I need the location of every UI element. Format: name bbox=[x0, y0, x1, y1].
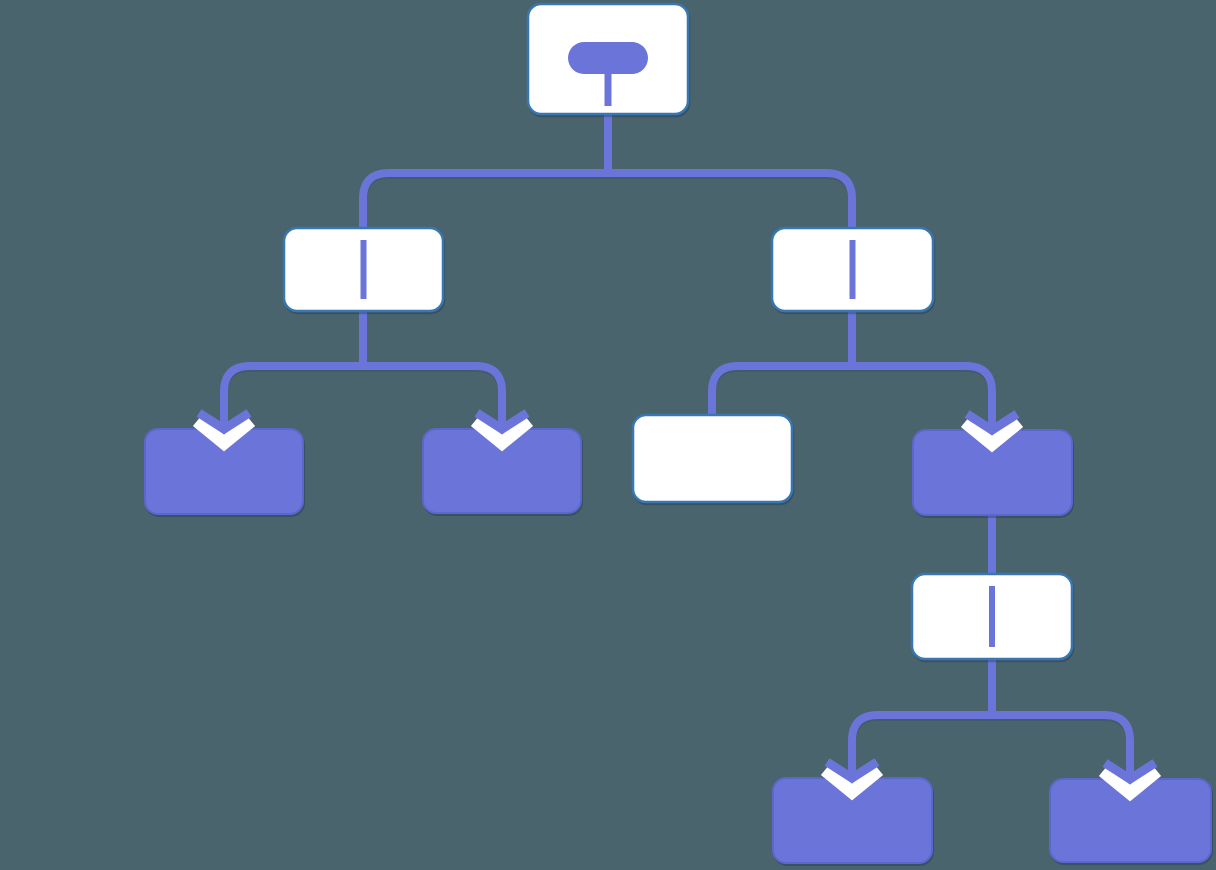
edge-connector bbox=[852, 362, 996, 426]
vertical-bar-icon bbox=[360, 240, 367, 299]
chevron-casing bbox=[1098, 765, 1162, 802]
chevron-head bbox=[196, 409, 252, 435]
chevron-head bbox=[824, 758, 880, 784]
node-branch-left[interactable] bbox=[282, 226, 445, 313]
edge-connector bbox=[363, 362, 506, 425]
double-chevron-down-icon bbox=[820, 758, 884, 801]
node-box bbox=[631, 413, 794, 504]
pill-stem-icon bbox=[604, 70, 612, 106]
edge-connector bbox=[608, 169, 856, 230]
chevron-head bbox=[964, 410, 1020, 436]
double-chevron-down-icon bbox=[1098, 759, 1162, 802]
double-chevron-down-icon bbox=[470, 409, 534, 452]
edge-connector bbox=[992, 711, 1134, 775]
double-chevron-down-icon bbox=[192, 409, 256, 452]
chevron-head bbox=[474, 409, 530, 435]
edge-connector bbox=[359, 169, 608, 230]
markers-layer bbox=[192, 409, 1162, 802]
edge-connector bbox=[220, 362, 363, 425]
edges-layer bbox=[220, 114, 1134, 775]
nodes-layer bbox=[144, 2, 1212, 864]
vertical-bar-icon bbox=[849, 240, 856, 299]
node-branch-right[interactable] bbox=[770, 226, 935, 313]
node-child-plain[interactable] bbox=[631, 413, 794, 504]
vertical-bar-icon bbox=[989, 586, 995, 647]
edge-connector bbox=[848, 711, 992, 774]
pill-icon bbox=[568, 42, 648, 74]
node-branch-bottom[interactable] bbox=[910, 572, 1074, 661]
chevron-casing bbox=[470, 415, 534, 452]
chevron-head bbox=[1102, 759, 1158, 785]
chevron-casing bbox=[192, 415, 256, 452]
edge-connector bbox=[708, 362, 852, 417]
double-chevron-down-icon bbox=[960, 410, 1024, 453]
chevron-casing bbox=[960, 416, 1024, 453]
chevron-casing bbox=[820, 764, 884, 801]
node-root[interactable] bbox=[526, 2, 690, 116]
